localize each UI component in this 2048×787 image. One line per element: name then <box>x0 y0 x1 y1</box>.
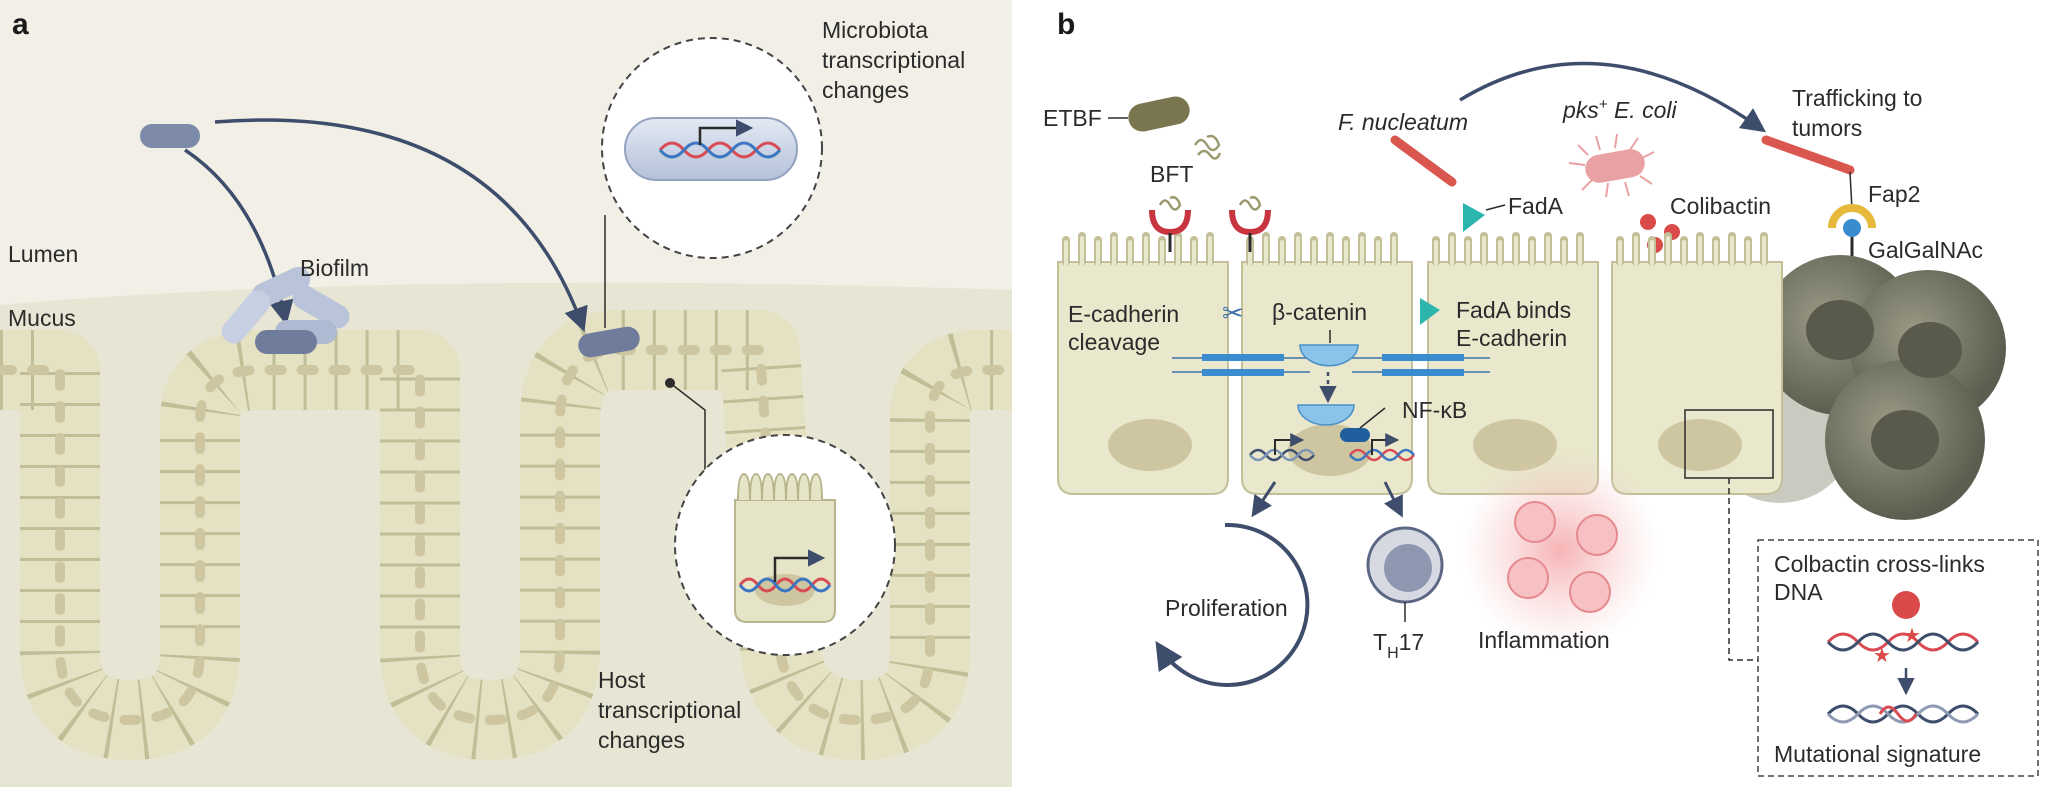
fap2-label: Fap2 <box>1868 181 1920 207</box>
host-label-1: Host <box>598 667 646 693</box>
host-transcription-arrow-icon <box>773 549 826 582</box>
microbiota-label-2: transcriptional <box>822 47 965 73</box>
fada-bound-icon <box>1420 298 1440 325</box>
inset-title-2: DNA <box>1774 579 1823 605</box>
fada-icon <box>1463 203 1485 232</box>
fada-leader <box>1485 204 1506 211</box>
dna-helix-icon <box>658 141 782 159</box>
microbiota-label-3: changes <box>822 77 909 103</box>
receptor-stalks <box>1168 233 1252 252</box>
etbf-label: ETBF <box>1043 105 1102 131</box>
fap2-icon <box>1828 204 1876 229</box>
trafficking-label-1: Trafficking to <box>1792 85 1922 111</box>
panel-a: a Lumen Mucus Biofilm Microbiota transcr… <box>0 0 1012 787</box>
microbiota-label-1: Microbiota <box>822 17 928 43</box>
nfkb-leader <box>1359 407 1386 429</box>
th17-nucleus <box>1384 544 1432 592</box>
nfkb-label: NF-κB <box>1402 397 1467 423</box>
ecoli-bacterium <box>1568 133 1655 198</box>
fada-label: FadA <box>1508 193 1564 219</box>
etbf-bacterium <box>1128 96 1190 132</box>
receptor-icon <box>1149 209 1271 236</box>
bacterium-capsule <box>624 117 798 181</box>
inflammation-label: Inflammation <box>1478 627 1610 653</box>
nuclear-dna-icon <box>1249 433 1415 462</box>
host-label-3: changes <box>598 727 685 753</box>
scissors-icon: ✂ <box>1222 298 1244 328</box>
bft-label: BFT <box>1150 161 1193 187</box>
inflammation-glow <box>1460 450 1660 650</box>
microvilli-fill <box>1064 236 1766 266</box>
fnucleatum-label: F. nucleatum <box>1338 109 1468 135</box>
mucus-label: Mucus <box>8 305 76 331</box>
fada-binds-2: E-cadherin <box>1456 325 1567 351</box>
colibactin-icon <box>1640 214 1680 253</box>
mutated-dna-icon <box>1826 704 1980 724</box>
bft-toxin-icon <box>1193 134 1222 160</box>
colibactin-label: Colibactin <box>1670 193 1771 219</box>
arrow-to-th17 <box>1383 481 1403 518</box>
panel-a-letter: a <box>12 8 29 41</box>
arrow-to-mucosa <box>214 118 588 332</box>
bft-on-receptor-icon <box>1158 196 1262 211</box>
biofilm-label: Biofilm <box>300 255 369 281</box>
fada-binds-1: FadA binds <box>1456 297 1571 323</box>
crypt-nuclei <box>0 345 1012 726</box>
svg-text:★: ★ <box>1873 645 1891 667</box>
th17-label: TH17 <box>1373 629 1424 662</box>
inset-title-1: Colbactin cross-links <box>1774 551 1985 577</box>
fnucleatum-trafficking <box>1761 135 1855 175</box>
galgalnac-icon <box>1843 219 1861 237</box>
mutational-signature-label: Mutational signature <box>1774 741 1981 767</box>
adherent-bacterium <box>578 326 640 358</box>
trafficking-label-2: tumors <box>1792 115 1862 141</box>
svg-text:★: ★ <box>1903 625 1921 647</box>
arrow-to-proliferation <box>1251 481 1277 518</box>
host-label-2: transcriptional <box>598 697 741 723</box>
nfkb-icon <box>1340 428 1370 442</box>
panel-b: b ETBF BFT F. nucleatum pks+ E. coli Tra… <box>1043 8 2039 777</box>
fap2-leader <box>1849 171 1853 211</box>
proliferation-cycle-icon <box>1155 522 1310 687</box>
zoom-connector <box>1728 478 1758 661</box>
biofilm-cluster <box>221 266 350 354</box>
crosslinked-dna-icon: ★ ★ <box>1826 625 1980 667</box>
lumen-label: Lumen <box>8 241 78 267</box>
ecadherin-cleavage-1: E-cadherin <box>1068 301 1179 327</box>
ecadherin-cleavage-2: cleavage <box>1068 329 1160 355</box>
colibactin-molecule-icon <box>1892 591 1920 619</box>
fnucleatum-bacterium <box>1390 135 1457 187</box>
panel-b-letter: b <box>1057 8 1075 41</box>
beta-catenin-label: β-catenin <box>1272 299 1367 325</box>
beta-catenin-icon <box>1299 344 1359 367</box>
transcription-arrow-icon <box>698 119 754 145</box>
bacterium <box>140 124 200 148</box>
proliferation-label: Proliferation <box>1165 595 1288 621</box>
host-dna-icon <box>738 577 832 593</box>
colibactin-inset <box>1757 539 2039 777</box>
biofilm-bacterium <box>255 330 317 354</box>
neutrophil-icons <box>1507 501 1618 613</box>
galgalnac-label: GalGalNAc <box>1868 237 1983 263</box>
trafficking-arrow <box>1459 61 1767 133</box>
ecoli-label: pks+ E. coli <box>1562 96 1677 123</box>
host-cell <box>734 472 836 623</box>
nuclear-beta-catenin-icon <box>1297 404 1355 426</box>
host-callout-line <box>669 382 706 470</box>
ecadherin-junctions <box>1172 354 1490 376</box>
